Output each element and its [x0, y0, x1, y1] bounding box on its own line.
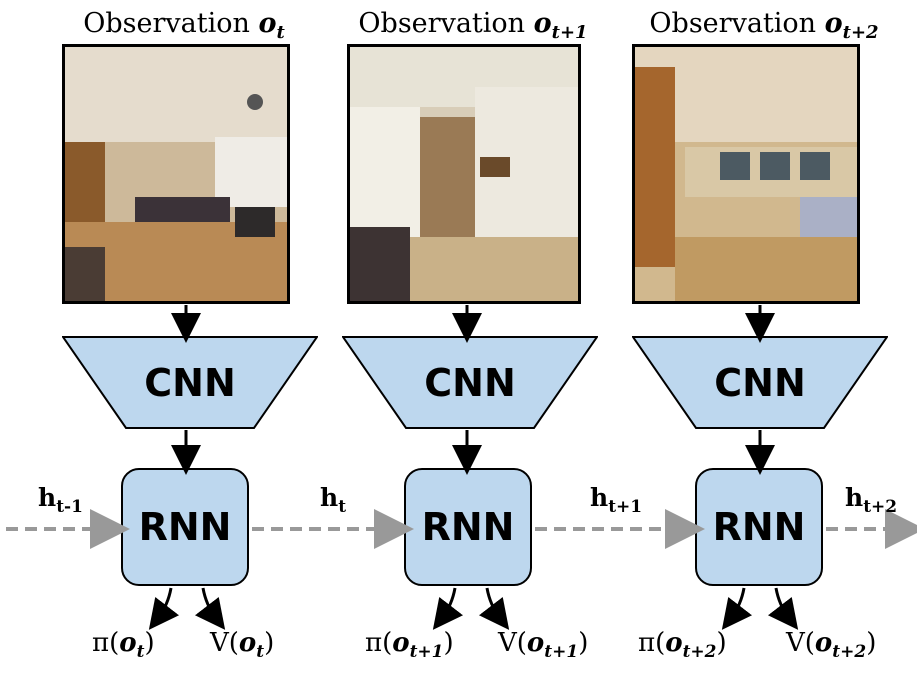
hidden-state-label-t1: ht+1 [590, 483, 643, 517]
room-scene-t1 [350, 47, 578, 301]
value-output-3: V(ot+2) [786, 628, 877, 662]
value-output-2: V(ot+1) [498, 628, 589, 662]
value-output-1: V(ot) [210, 628, 275, 662]
cnn-trapezoid-1 [62, 336, 318, 429]
room-scene-t [65, 47, 287, 301]
arrow-rnn-value-1 [194, 587, 226, 630]
observation-image-t [62, 44, 290, 304]
rnn-block-2: RNN [404, 468, 532, 586]
cnn-label-1: CNN [144, 360, 236, 405]
policy-output-1: π(ot) [92, 628, 155, 662]
observation-title-t: Observation ot [83, 8, 285, 43]
cnn-block-3: CNN [632, 336, 888, 429]
rnn-block-3: RNN [695, 468, 823, 586]
observation-title-t2: Observation ot+2 [649, 8, 879, 43]
arrow-rnn-policy-2 [432, 587, 464, 630]
arrow-rnn-policy-1 [148, 587, 180, 630]
cnn-block-2: CNN [342, 336, 598, 429]
observation-image-t1 [347, 44, 581, 304]
hidden-state-label-t: ht [320, 483, 347, 517]
policy-output-2: π(ot+1) [365, 628, 454, 662]
cnn-trapezoid-3 [632, 336, 888, 429]
arrow-rnn-policy-3 [721, 587, 753, 630]
cnn-label-2: CNN [424, 360, 516, 405]
policy-output-3: π(ot+2) [638, 628, 727, 662]
observation-title-t1: Observation ot+1 [358, 8, 588, 43]
arrow-rnn-value-2 [478, 587, 510, 630]
observation-image-t2 [632, 44, 860, 304]
arrow-rnn-value-3 [767, 587, 799, 630]
cnn-label-3: CNN [714, 360, 806, 405]
rnn-block-1: RNN [121, 468, 249, 586]
hidden-state-label-t2: ht+2 [845, 483, 898, 517]
cnn-block-1: CNN [62, 336, 318, 429]
room-scene-t2 [635, 47, 857, 301]
hidden-state-label-tm1: ht-1 [38, 483, 83, 517]
cnn-trapezoid-2 [342, 336, 598, 429]
